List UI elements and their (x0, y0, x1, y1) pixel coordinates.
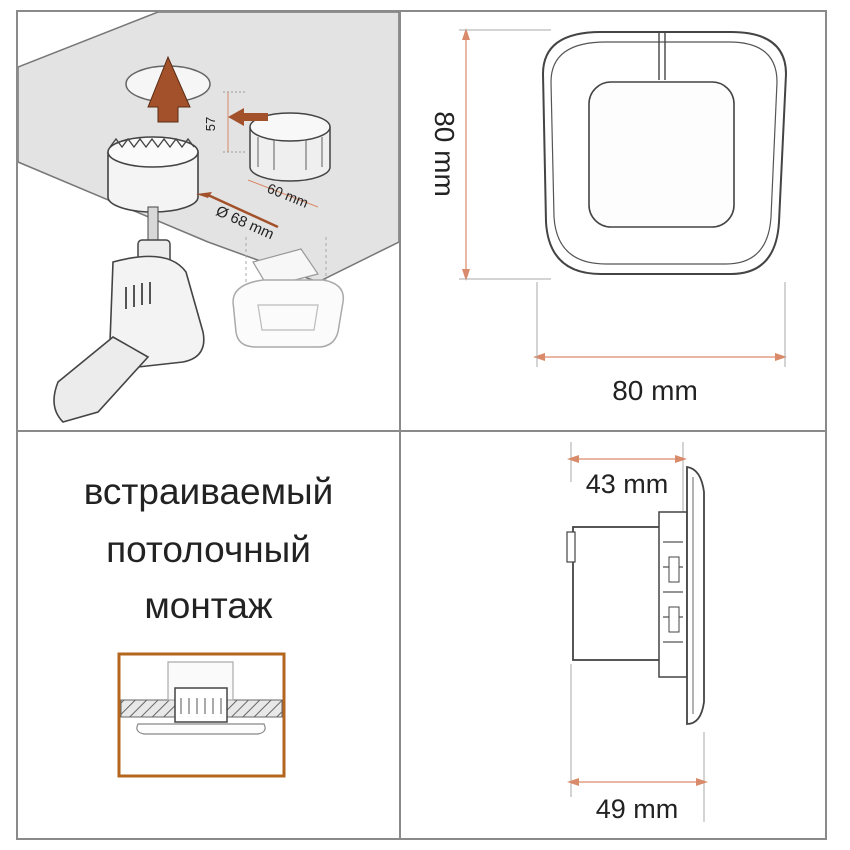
drill-vents (125, 282, 151, 309)
front-view-drawing: 80 mm 80 mm (429, 28, 788, 406)
caption-line-3: монтаж (144, 585, 273, 626)
total-depth-label: 49 mm (596, 794, 679, 824)
box-depth-arrow-icon (228, 108, 268, 126)
installation-panel: 57 60 mm Ø 68 mm (18, 12, 399, 430)
mounted-sensor-body (174, 687, 228, 723)
body-depth-label: 43 mm (586, 469, 669, 499)
box-width-dimline (247, 179, 319, 208)
cutout-diameter-arrow (207, 193, 279, 229)
grid-frame (16, 10, 827, 840)
box-depth-label: 57 (203, 117, 218, 131)
sensor-frame-side (686, 465, 705, 725)
caption-line-1: встраиваемый (83, 471, 334, 512)
height-label: 80 mm (429, 111, 460, 197)
sensor-inner-plate (588, 81, 735, 228)
mounting-box-ribs (257, 137, 323, 170)
side-view-drawing: 43 mm 49 mm (566, 442, 708, 824)
hole-saw-teeth (109, 137, 195, 149)
side-view-panel: 43 mm 49 mm (401, 432, 825, 838)
caption-panel: встраиваемый потолочный монтаж (18, 432, 399, 838)
drill-shaft (147, 206, 159, 243)
drill-handle (53, 336, 150, 423)
caption-line-2: потолочный (106, 529, 311, 570)
sensor-body-side (572, 526, 670, 661)
installation-illustration: 57 60 mm Ø 68 mm (18, 12, 399, 423)
ceiling-slab (18, 12, 399, 283)
ghost-sensor-frame (232, 279, 345, 348)
ghost-sensor-body (252, 248, 319, 288)
hole-saw-top (107, 136, 199, 168)
width-label: 80 mm (612, 375, 698, 406)
mounted-sensor-frame (136, 723, 266, 735)
up-arrow-icon (147, 55, 191, 123)
sensor-mount-plate (658, 511, 688, 678)
horizontal-divider (16, 430, 827, 432)
vertical-divider (399, 10, 401, 840)
mounting-box-top (249, 112, 331, 142)
front-view-panel: 80 mm 80 mm (401, 12, 825, 430)
mounting-box (249, 127, 331, 182)
ceiling-mount-diagram (117, 652, 286, 778)
